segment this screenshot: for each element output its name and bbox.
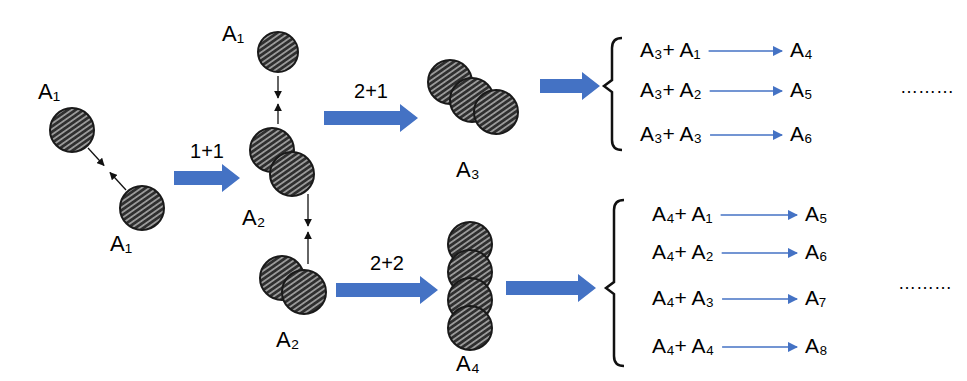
striped-particle bbox=[270, 152, 314, 196]
particle-label: A₂ bbox=[242, 206, 265, 230]
striped-particle bbox=[448, 306, 492, 350]
block-arrow bbox=[506, 274, 596, 302]
curly-bracket bbox=[606, 200, 624, 366]
growth-arrow bbox=[336, 276, 438, 304]
continuation-dots: ……… bbox=[898, 274, 952, 294]
particle-drawing bbox=[240, 118, 324, 206]
particle-cluster: A₁ bbox=[110, 176, 174, 240]
reaction-term: A₅ bbox=[790, 78, 812, 101]
particle-cluster: A₄ bbox=[438, 212, 502, 360]
particle-drawing bbox=[40, 98, 104, 162]
particle-drawing bbox=[438, 212, 502, 360]
reaction-term: A₄+ A₂ bbox=[652, 240, 714, 263]
attraction-arrow bbox=[88, 148, 104, 166]
reaction-term: A₃+ A₂ bbox=[640, 78, 702, 101]
block-arrow bbox=[540, 72, 600, 100]
particle-drawing bbox=[248, 22, 308, 82]
attraction-arrow bbox=[307, 232, 308, 264]
striped-particle bbox=[258, 32, 298, 72]
step-label: 2+1 bbox=[354, 80, 388, 102]
particle-label: A₃ bbox=[456, 158, 480, 182]
continuation-dots: ……… bbox=[900, 78, 954, 98]
particle-cluster: A₂ bbox=[250, 246, 336, 324]
attraction-arrow bbox=[110, 173, 126, 191]
reaction-term: A₅ bbox=[805, 202, 827, 225]
reaction-arrow bbox=[722, 346, 797, 348]
attraction-arrow bbox=[277, 76, 278, 98]
particle-cluster: A₁ bbox=[40, 98, 104, 162]
reaction-term: A₆ bbox=[790, 122, 812, 145]
particle-cluster: A₃ bbox=[418, 50, 528, 144]
step-label: 2+2 bbox=[370, 252, 404, 274]
particle-cluster: A₂ bbox=[240, 118, 324, 206]
particle-label: A₁ bbox=[38, 80, 60, 104]
attraction-arrow bbox=[307, 194, 308, 226]
reaction-term: A₄+ A₄ bbox=[652, 334, 714, 357]
striped-particle bbox=[50, 108, 94, 152]
reaction-arrow bbox=[721, 214, 797, 216]
striped-particle bbox=[282, 270, 326, 314]
reaction-arrow bbox=[710, 90, 782, 92]
reaction-term: A₄+ A₁ bbox=[652, 202, 713, 225]
reaction-arrow bbox=[709, 50, 782, 52]
striped-particle bbox=[474, 90, 518, 134]
particle-label: A₁ bbox=[222, 22, 244, 46]
particle-drawing bbox=[110, 176, 174, 240]
reaction-arrow bbox=[710, 134, 782, 136]
reaction-term: A₄+ A₃ bbox=[652, 286, 714, 309]
particle-label: A₄ bbox=[456, 352, 480, 376]
reaction-term: A₇ bbox=[805, 286, 826, 309]
growth-arrow bbox=[324, 104, 418, 132]
striped-particle bbox=[120, 186, 164, 230]
particle-drawing bbox=[418, 50, 528, 144]
reaction-term: A₃+ A₃ bbox=[640, 122, 702, 145]
growth-arrow bbox=[174, 164, 240, 192]
particle-label: A₂ bbox=[276, 328, 299, 352]
reaction-arrow bbox=[722, 298, 797, 300]
particle-cluster: A₁ bbox=[248, 22, 308, 82]
reaction-term: A₆ bbox=[805, 240, 827, 263]
curly-bracket bbox=[604, 38, 622, 150]
particle-drawing bbox=[250, 246, 336, 324]
reaction-term: A₈ bbox=[805, 334, 828, 357]
reaction-arrow bbox=[722, 252, 797, 254]
attraction-arrow bbox=[277, 104, 278, 124]
reaction-term: A₄ bbox=[790, 38, 813, 61]
particle-label: A₁ bbox=[110, 232, 132, 256]
reaction-term: A₃+ A₁ bbox=[640, 38, 701, 61]
step-label: 1+1 bbox=[190, 140, 224, 162]
reaction-arrows bbox=[709, 51, 797, 347]
